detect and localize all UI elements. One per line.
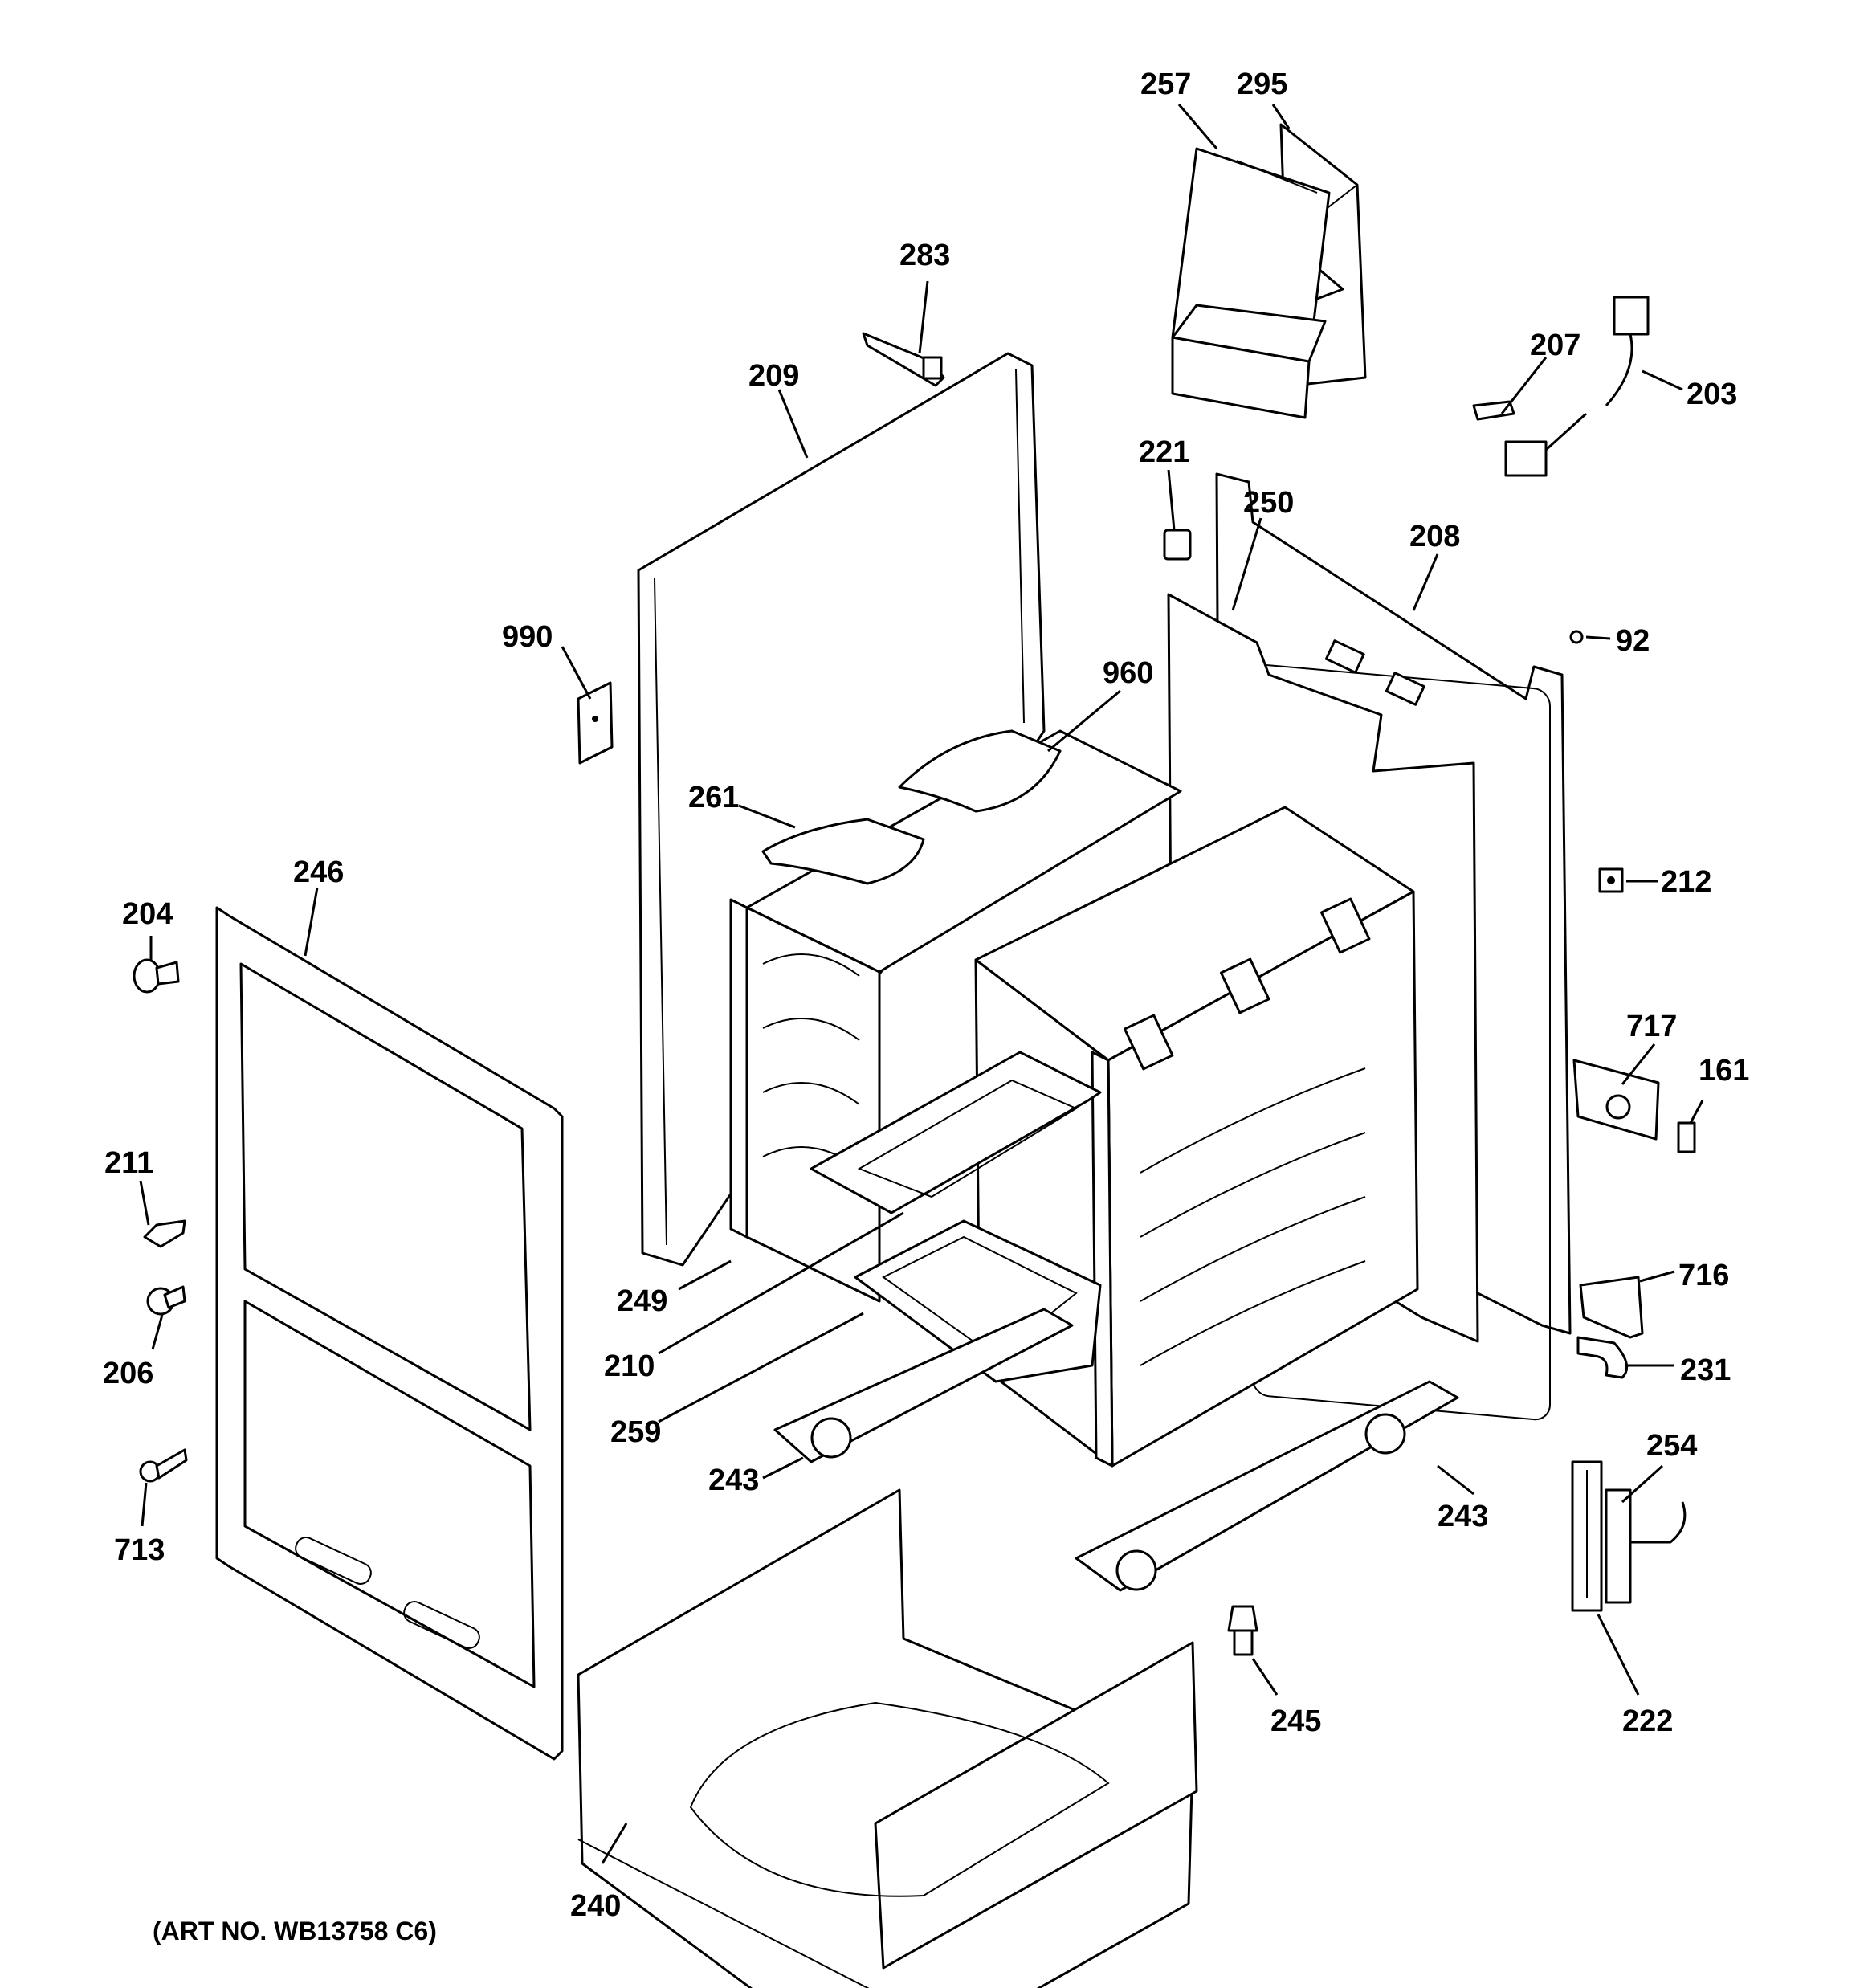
callout-161: 161 [1699,1054,1749,1088]
callout-240: 240 [570,1889,621,1923]
callout-261: 261 [688,781,739,814]
part-207-clip [1472,400,1515,421]
part-upper-oven-cavity [729,729,1182,1303]
callout-243-left: 243 [708,1463,759,1497]
callout-295: 295 [1237,67,1287,101]
part-246-front-frame [215,906,564,1761]
callout-283: 283 [899,239,950,272]
part-222-hinge-receiver [1571,1460,1603,1612]
callout-257: 257 [1140,67,1191,101]
callout-231: 231 [1680,1353,1731,1387]
callout-246: 246 [293,855,344,889]
art-number-caption: (ART NO. WB13758 C6) [153,1917,437,1945]
part-203-harness [1504,296,1650,477]
callout-254: 254 [1646,1429,1697,1463]
part-212-nut [1598,867,1624,893]
part-245-leveler [1227,1605,1258,1656]
callout-259: 259 [610,1415,661,1449]
part-716-shield [1579,1276,1644,1339]
callout-249: 249 [617,1284,667,1318]
callout-211: 211 [104,1146,153,1180]
callout-206: 206 [103,1357,153,1390]
part-243-burner-base-left [773,1308,1074,1463]
part-210-broil-pan [810,1051,1102,1214]
callout-221: 221 [1139,435,1189,469]
part-717-bracket [1572,1059,1660,1141]
part-240-bottom-tray [577,1488,1198,1988]
callout-243-right: 243 [1438,1500,1488,1533]
callout-207: 207 [1530,329,1580,362]
part-257-vent-duct [1171,147,1331,419]
part-713-screw [139,1448,188,1483]
callout-209: 209 [748,359,799,393]
part-283-sensor [862,332,945,387]
part-92-screw [1569,630,1584,644]
callout-203: 203 [1687,378,1737,411]
part-243-burner-base-right [1075,1380,1459,1592]
part-204-plug [133,958,180,994]
callout-204: 204 [122,897,173,931]
callout-92: 92 [1616,624,1650,658]
part-254-hinge [1605,1488,1687,1604]
callout-222: 222 [1622,1704,1673,1738]
callout-713: 713 [114,1533,165,1567]
callouts: 257 295 283 209 207 203 221 250 208 92 9… [103,67,1749,1923]
part-960-insulation [898,729,1062,813]
callout-990: 990 [502,620,553,654]
callout-208: 208 [1409,520,1460,553]
callout-717: 717 [1626,1010,1677,1043]
part-261-insulation [761,818,925,885]
part-206-screw [146,1285,186,1316]
leader-lines [139,104,1704,1864]
part-161-clip [1677,1121,1696,1153]
callout-210: 210 [604,1349,655,1383]
callout-960: 960 [1103,656,1153,690]
callout-250: 250 [1243,486,1294,520]
part-221-clip [1163,529,1192,561]
part-231-bracket [1576,1336,1629,1379]
callout-245: 245 [1270,1704,1321,1738]
callout-212: 212 [1661,865,1711,899]
part-211-screw [143,1219,186,1248]
callout-716: 716 [1678,1259,1729,1292]
part-990-bracket [577,681,614,765]
